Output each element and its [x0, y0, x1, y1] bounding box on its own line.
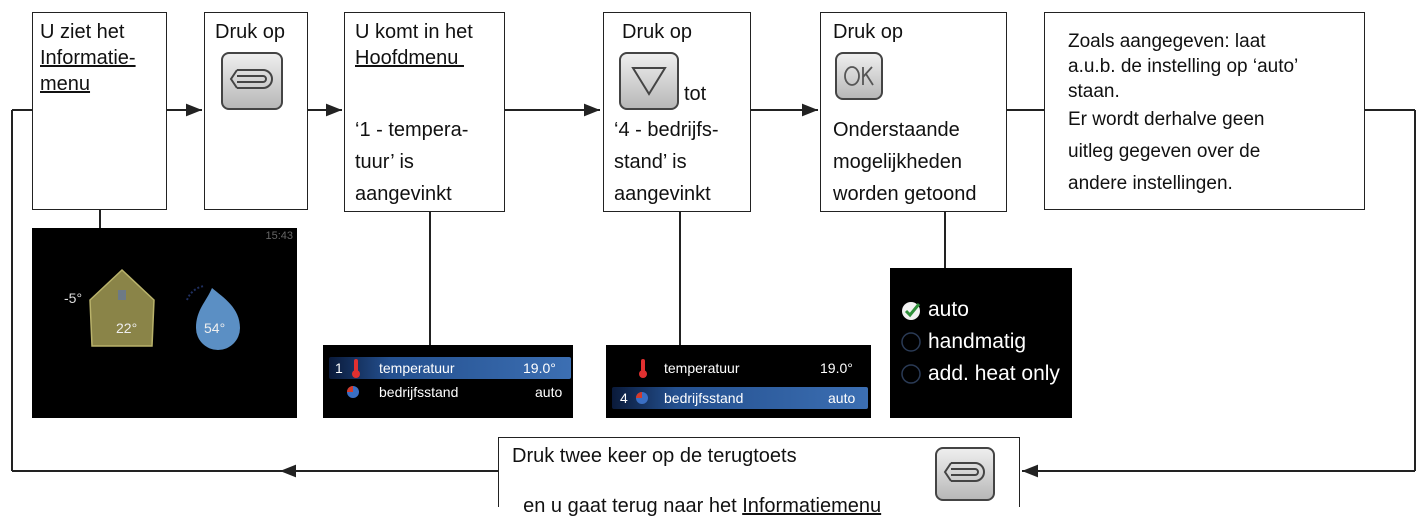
main-menu-screen-4: temperatuur 19.0° 4 bedrijfsstand auto	[606, 345, 871, 418]
ok-button[interactable]	[835, 52, 883, 100]
step-3-line2: Hoofdmenu	[355, 47, 464, 69]
step-1-line1: U ziet het	[40, 21, 125, 43]
step-6-line3: staan.	[1068, 81, 1120, 102]
step-3-line3: ‘1 - tempera-	[355, 119, 469, 141]
option-add-heat-only[interactable]: add. heat only	[928, 362, 1060, 385]
hot-water-temp-text: 54°	[204, 320, 226, 336]
menu-row-label: temperatuur	[379, 360, 455, 376]
menu-row-temperatuur[interactable]	[329, 357, 571, 379]
return-arrow-icon	[229, 69, 273, 89]
step-5-line2: Onderstaande	[833, 119, 960, 141]
step-2-line1: Druk op	[215, 21, 286, 43]
options-screen: auto handmatig add. heat only	[890, 268, 1072, 418]
clock-text: 15:43	[265, 230, 293, 242]
option-auto[interactable]: auto	[928, 298, 969, 321]
mode-icon	[347, 386, 359, 398]
down-button[interactable]	[619, 52, 679, 110]
step-3-line5: aangevinkt	[355, 183, 452, 205]
menu-row-value: 19.0°	[820, 360, 853, 376]
step-6-line5: uitleg gegeven over de	[1068, 141, 1261, 162]
down-triangle-icon	[631, 67, 667, 96]
bottom-note-box	[498, 437, 1020, 507]
step-5-line4: worden getoond	[833, 183, 977, 205]
mode-icon	[636, 392, 648, 404]
back-button-bottom[interactable]	[935, 447, 995, 501]
empty-radio-icon	[901, 364, 921, 384]
menu-row-value: auto	[828, 390, 856, 406]
step-6-line2: a.u.b. de instelling op ‘auto’	[1068, 56, 1299, 77]
step-5-line1: Druk op	[833, 21, 904, 43]
water-drop-icon	[196, 288, 240, 350]
bottom-note-line2: en u gaat terug naar het Informatiemenu	[512, 470, 881, 518]
checked-radio-icon	[902, 302, 921, 320]
flow-connectors	[11, 103, 1416, 478]
return-arrow-icon	[943, 462, 985, 482]
menu-row-label: bedrijfsstand	[664, 390, 744, 406]
bottom-note-line2-prefix: en u gaat terug naar het	[523, 495, 743, 517]
outdoor-temp-text: -5°	[64, 290, 83, 306]
step-1-line2: Informatie-	[40, 47, 136, 69]
drop-outline	[186, 285, 205, 301]
thermometer-icon	[639, 359, 647, 378]
empty-radio-icon	[901, 332, 921, 352]
step-3-box	[344, 12, 505, 212]
step-5-line3: mogelijkheden	[833, 151, 962, 173]
step-2-box	[204, 12, 308, 210]
step-5-box	[820, 12, 1007, 212]
step-4-line4: stand’ is	[614, 151, 687, 173]
info-menu-screen: 15:43 -5° 22° 54°	[32, 228, 297, 418]
step-1-line3: menu	[40, 73, 91, 95]
thermometer-icon	[352, 359, 360, 378]
ok-icon	[844, 66, 874, 86]
step-4-line5: aangevinkt	[614, 183, 711, 205]
menu-row-label: bedrijfsstand	[379, 384, 459, 400]
menu-row-value: auto	[535, 384, 563, 400]
step-3-line1: U komt in het	[355, 21, 473, 43]
step-4-box	[603, 12, 751, 212]
menu-row-value: 19.0°	[523, 360, 556, 376]
step-4-line2: tot	[684, 83, 707, 105]
step-6-line4: Er wordt derhalve geen	[1068, 109, 1265, 130]
menu-row-bedrijfsstand[interactable]	[612, 387, 868, 409]
option-handmatig[interactable]: handmatig	[928, 330, 1027, 353]
step-1-box	[32, 12, 167, 210]
step-3-line4: tuur’ is	[355, 151, 414, 173]
house-drop-graphic	[89, 268, 240, 350]
step-6-box	[1044, 12, 1365, 210]
menu-row-label: temperatuur	[664, 360, 740, 376]
back-button[interactable]	[221, 52, 283, 110]
menu-row-number: 4	[620, 390, 628, 406]
main-menu-screen-1: 1 temperatuur 19.0° bedrijfsstand auto	[323, 345, 573, 418]
step-4-line1: Druk op	[622, 21, 693, 43]
step-6-line6: andere instellingen.	[1068, 173, 1233, 194]
bottom-note-link: Informatiemenu	[742, 495, 882, 517]
menu-row-number: 1	[335, 360, 343, 376]
bottom-note-line1: Druk twee keer op de terugtoets	[512, 445, 797, 467]
house-icon	[89, 268, 155, 347]
house-window	[118, 290, 126, 300]
step-6-line1: Zoals aangegeven: laat	[1068, 31, 1266, 52]
indoor-temp-text: 22°	[116, 320, 138, 336]
step-4-line3: ‘4 - bedrijfs-	[614, 119, 719, 141]
